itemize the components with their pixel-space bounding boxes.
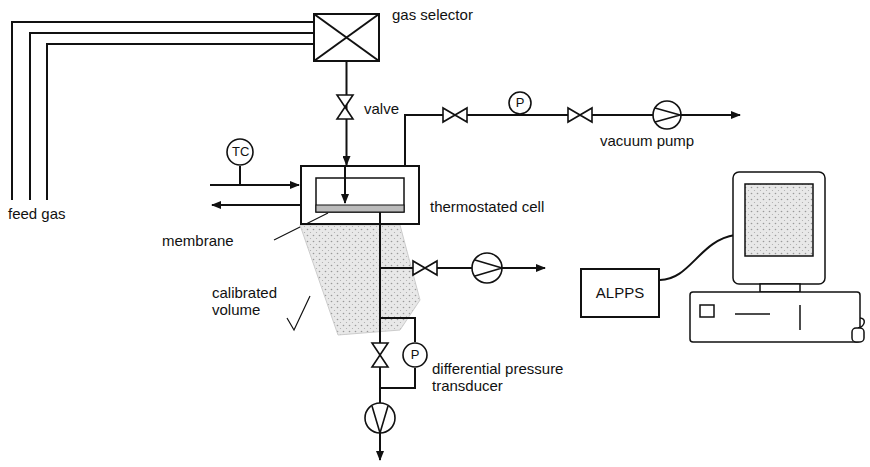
pressure-gauge: P bbox=[508, 91, 532, 115]
mouse-cord bbox=[858, 318, 864, 328]
node-outline bbox=[300, 165, 420, 225]
pump-symbol bbox=[372, 406, 388, 433]
drive bbox=[735, 313, 770, 315]
drive bbox=[799, 305, 801, 330]
node-label: gas selector bbox=[392, 7, 473, 24]
part-label: calibrated volume bbox=[212, 284, 292, 319]
selector-cross bbox=[314, 14, 379, 61]
monitor bbox=[733, 172, 825, 284]
pump-symbol bbox=[655, 108, 680, 122]
node-outline bbox=[313, 13, 380, 62]
part-label: vacuum pump bbox=[600, 132, 694, 149]
box-outline bbox=[314, 14, 379, 61]
circle-outline bbox=[227, 139, 253, 165]
temperature-controller: TC bbox=[226, 138, 255, 166]
pump-symbol bbox=[653, 101, 681, 129]
box-outline bbox=[301, 166, 419, 224]
gas-selector: gas selector bbox=[313, 13, 380, 62]
thermo-in bbox=[210, 184, 299, 186]
node-label: TC bbox=[232, 145, 249, 159]
valve-symbol bbox=[443, 108, 467, 122]
pump-symbol bbox=[365, 403, 395, 433]
selector-cross bbox=[314, 14, 379, 61]
tc-line bbox=[239, 166, 241, 185]
membrane bbox=[316, 205, 404, 212]
computer-base bbox=[690, 292, 860, 342]
circle-outline bbox=[403, 343, 427, 367]
node-label: P bbox=[516, 96, 525, 110]
cable bbox=[660, 235, 735, 280]
thermo-out bbox=[212, 204, 300, 206]
feed-arrow bbox=[344, 165, 346, 203]
valve-symbol bbox=[568, 108, 592, 122]
feed-line bbox=[12, 22, 313, 200]
monitor-stand bbox=[760, 284, 800, 292]
pump-symbol bbox=[475, 260, 502, 276]
valve-symbol bbox=[337, 95, 353, 119]
circle-outline bbox=[509, 92, 531, 114]
pump-symbol bbox=[472, 253, 502, 283]
screen bbox=[745, 184, 813, 256]
pressure-gauge: P bbox=[402, 342, 428, 368]
evac-line bbox=[380, 267, 545, 269]
node-label: thermostated cell bbox=[430, 199, 544, 216]
alpps-box: ALPPS bbox=[580, 268, 660, 318]
pipe-connector bbox=[405, 115, 520, 165]
part-label: feed gas bbox=[8, 205, 66, 222]
mouse bbox=[852, 328, 864, 342]
box-outline bbox=[581, 269, 659, 317]
part-label: differential pressure transducer bbox=[432, 360, 582, 395]
valve-symbol bbox=[372, 343, 388, 367]
part-label: valve bbox=[364, 100, 399, 117]
node-label: ALPPS bbox=[596, 285, 644, 302]
drive bbox=[700, 305, 714, 317]
thermostated-cell: thermostated cell bbox=[300, 165, 420, 225]
leader-line bbox=[287, 296, 310, 330]
dp-line bbox=[380, 318, 415, 342]
part-label: membrane bbox=[162, 232, 234, 249]
inner-cell bbox=[316, 178, 404, 212]
dp-line bbox=[380, 368, 415, 388]
feed-line bbox=[47, 44, 313, 200]
valve-symbol bbox=[413, 261, 437, 275]
feed-line bbox=[30, 33, 313, 200]
vacuum-line bbox=[520, 114, 740, 116]
node-label: P bbox=[411, 348, 420, 362]
